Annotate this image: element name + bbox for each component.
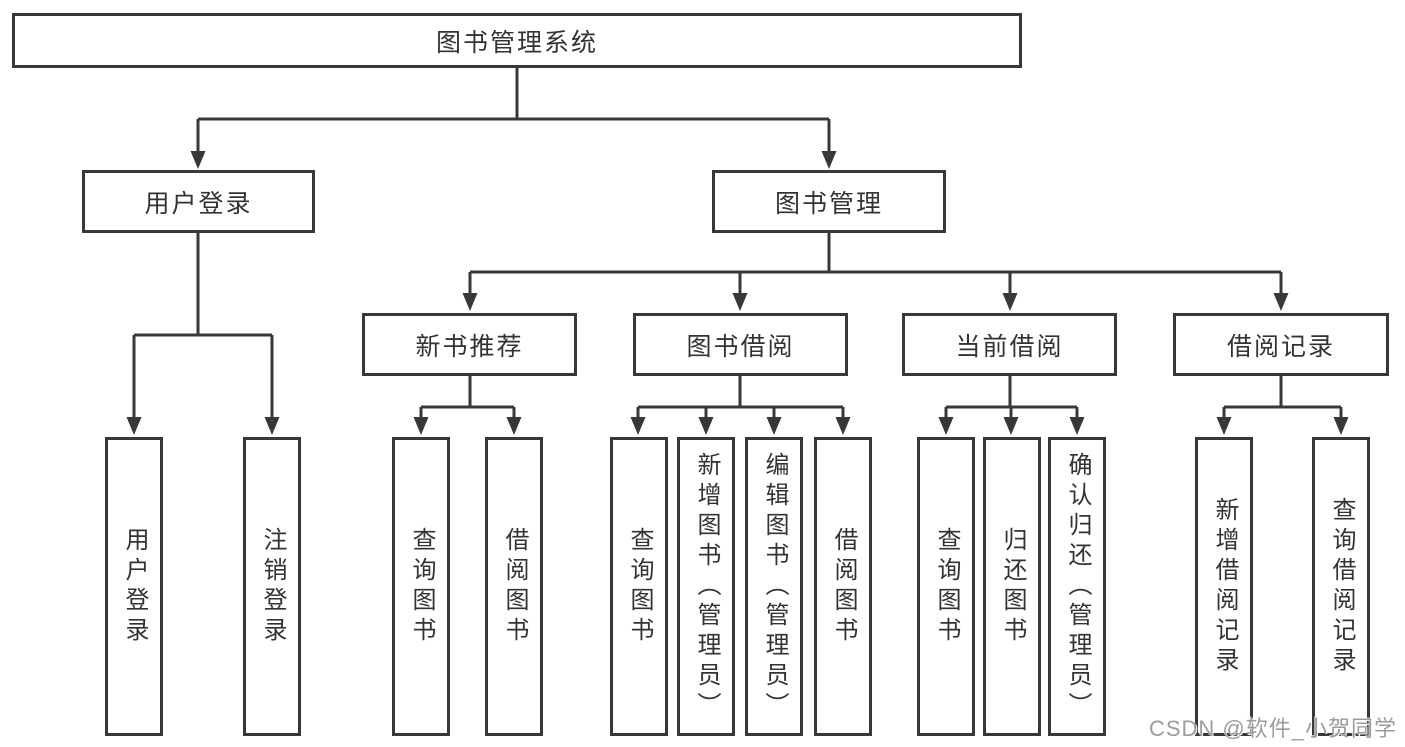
arrowheads-new-book-leaves [413, 417, 522, 435]
leaf-add-book-admin: 新增图书（管理员） [677, 437, 735, 736]
connector-current-borrow-to-leaves [944, 376, 1079, 421]
connector-borrow-record-to-leaves [1222, 376, 1343, 421]
leaf-add-book-admin-label: 新增图书（管理员） [693, 451, 720, 722]
leaf-borrow-books-label: 借阅图书 [830, 526, 857, 647]
connector-book-management-to-level2 [468, 233, 1283, 296]
arrowheads-level2 [462, 293, 1289, 311]
connector-user-login-to-leaves [132, 233, 274, 421]
node-book-borrow-label: 图书借阅 [686, 332, 795, 361]
leaf-query-books-current-label: 查询图书 [933, 526, 960, 647]
leaf-query-books-current: 查询图书 [917, 437, 975, 736]
node-user-login: 用户登录 [82, 170, 315, 233]
arrowheads-book-borrow-leaves [630, 417, 851, 435]
leaf-borrow-books-recommend: 借阅图书 [485, 437, 543, 736]
arrowheads-level1 [190, 151, 837, 169]
leaf-edit-book-admin-label: 编辑图书（管理员） [761, 451, 788, 722]
arrowheads-current-borrow-leaves [938, 417, 1085, 435]
connector-new-book-to-leaves [419, 376, 516, 421]
leaf-logout: 注销登录 [243, 437, 301, 736]
leaf-query-books-recommend-label: 查询图书 [408, 526, 435, 647]
node-new-book-recommend: 新书推荐 [362, 313, 577, 376]
node-user-login-label: 用户登录 [144, 189, 253, 218]
leaf-borrow-books: 借阅图书 [814, 437, 872, 736]
leaf-edit-book-admin: 编辑图书（管理员） [745, 437, 803, 736]
leaf-borrow-books-recommend-label: 借阅图书 [501, 526, 528, 647]
node-borrow-record: 借阅记录 [1173, 313, 1389, 376]
node-book-borrow: 图书借阅 [633, 313, 848, 376]
leaf-return-books-label: 归还图书 [999, 526, 1026, 647]
leaf-user-login: 用户登录 [105, 437, 163, 736]
leaf-query-borrow-record-label: 查询借阅记录 [1328, 496, 1355, 677]
arrowheads-user-login-leaves [126, 417, 280, 435]
leaf-add-borrow-record-label: 新增借阅记录 [1211, 496, 1238, 677]
arrowheads-borrow-record-leaves [1216, 417, 1349, 435]
leaf-query-books-borrow-label: 查询图书 [626, 526, 653, 647]
node-new-book-recommend-label: 新书推荐 [415, 332, 524, 361]
node-borrow-record-label: 借阅记录 [1226, 332, 1335, 361]
node-root-label: 图书管理系统 [435, 28, 598, 57]
node-book-management-label: 图书管理 [774, 189, 883, 218]
node-book-management: 图书管理 [712, 170, 946, 233]
leaf-query-borrow-record: 查询借阅记录 [1312, 437, 1370, 736]
leaf-query-books-borrow: 查询图书 [610, 437, 668, 736]
connector-root-to-level1 [196, 68, 831, 156]
leaf-query-books-recommend: 查询图书 [392, 437, 450, 736]
leaf-add-borrow-record: 新增借阅记录 [1195, 437, 1253, 736]
node-current-borrow-label: 当前借阅 [955, 332, 1064, 361]
leaf-confirm-return-admin-label: 确认归还（管理员） [1064, 451, 1091, 722]
leaf-return-books: 归还图书 [983, 437, 1041, 736]
connector-book-borrow-to-leaves [636, 376, 845, 421]
node-current-borrow: 当前借阅 [902, 313, 1117, 376]
csdn-watermark: CSDN @软件_小贺同学 [1148, 716, 1397, 741]
leaf-logout-label: 注销登录 [259, 526, 286, 647]
node-root-library-system: 图书管理系统 [12, 13, 1022, 68]
leaf-confirm-return-admin: 确认归还（管理员） [1048, 437, 1106, 736]
leaf-user-login-label: 用户登录 [121, 526, 148, 647]
